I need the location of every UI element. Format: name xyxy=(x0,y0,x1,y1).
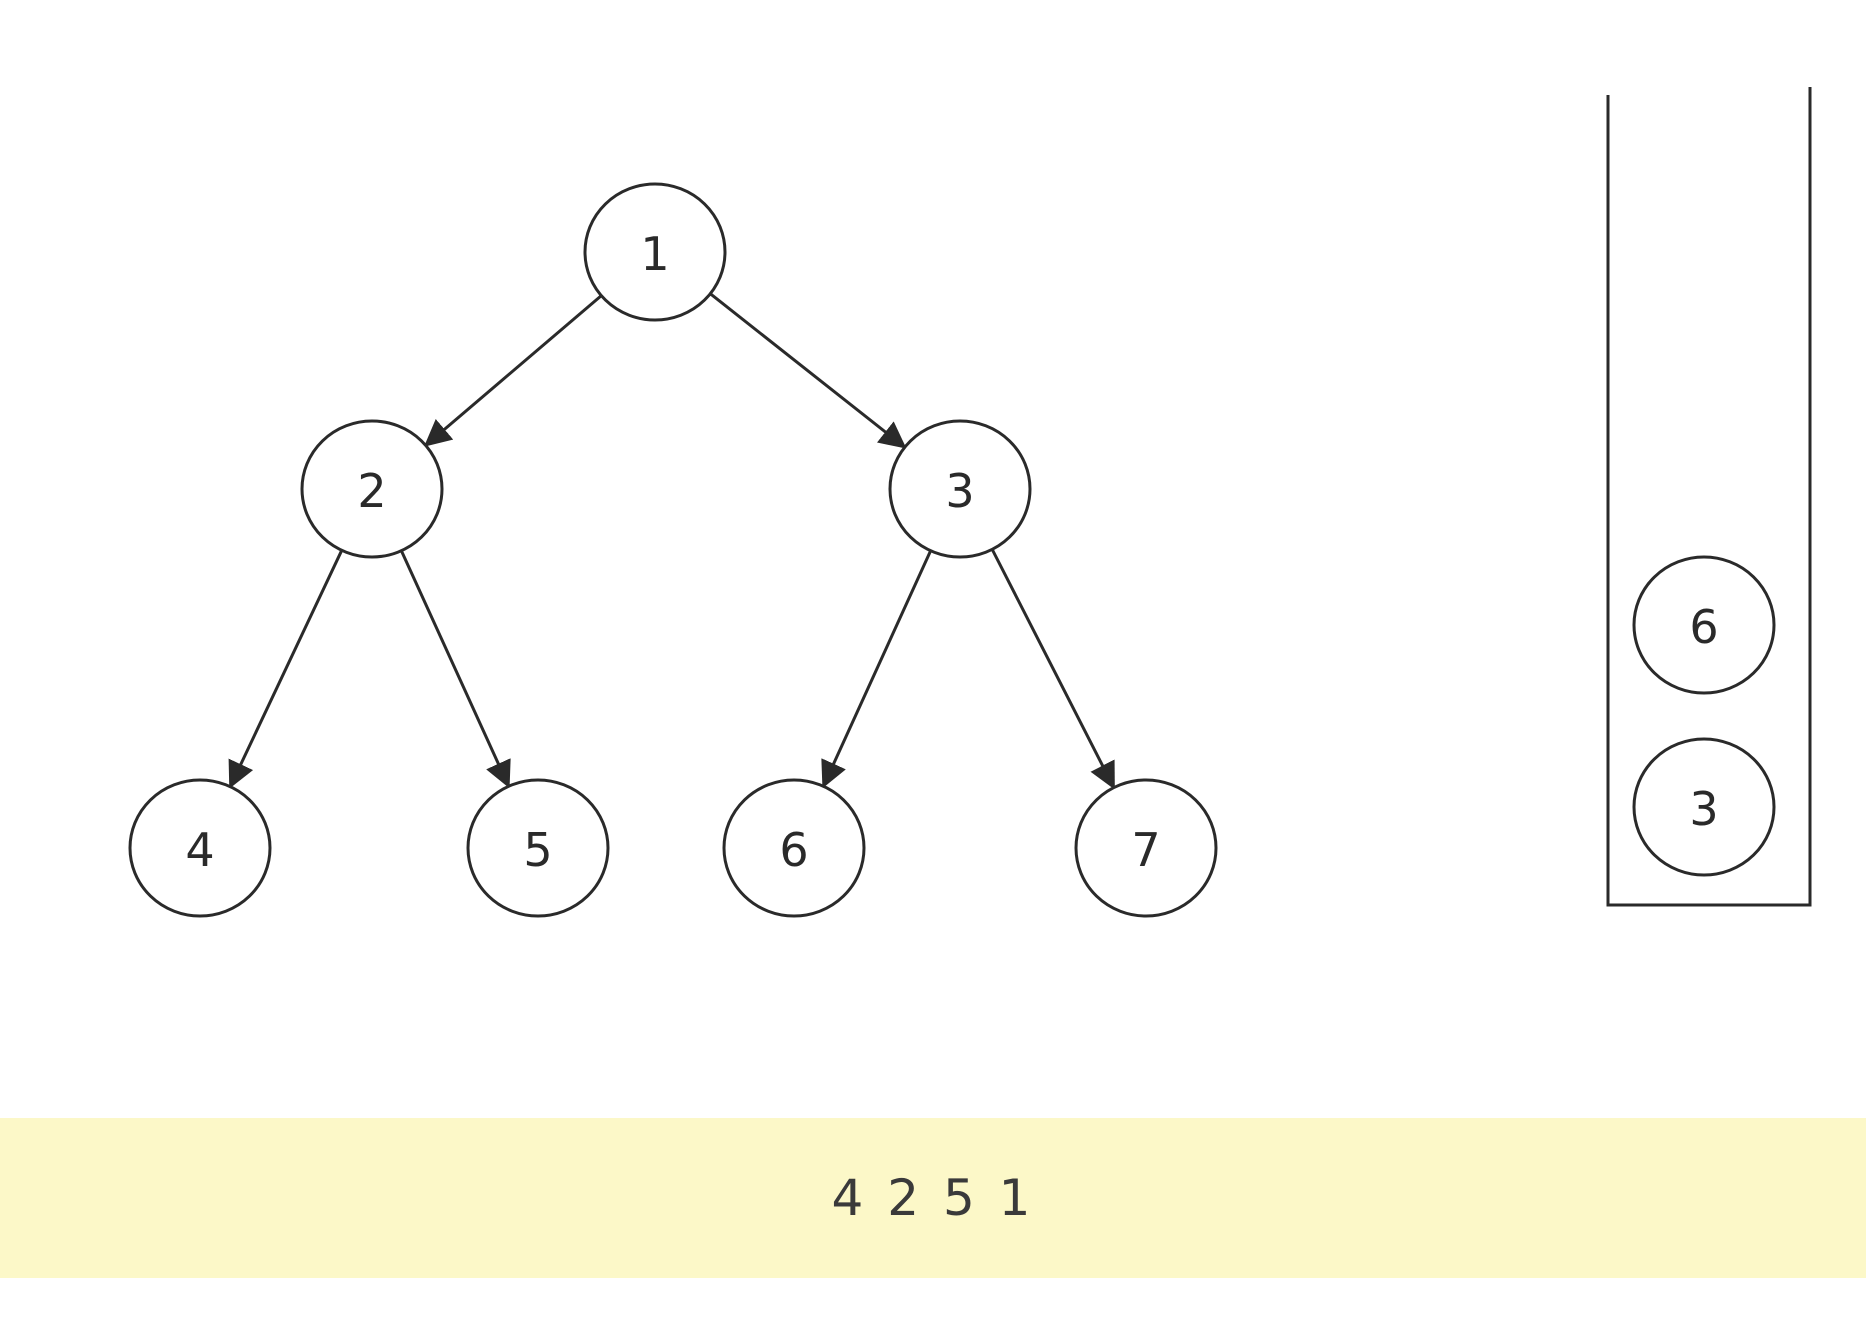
output-sequence-band: 4 2 5 1 xyxy=(0,1118,1866,1278)
tree-nodes: 1 2 3 4 5 6 7 xyxy=(128,182,1218,918)
output-sequence: 4 2 5 1 xyxy=(831,1169,1035,1227)
stack-item-3: 3 xyxy=(1632,737,1776,877)
edge-n2-n4 xyxy=(228,549,344,789)
node-label: 2 xyxy=(357,464,386,518)
edge-n2-n5 xyxy=(400,550,511,789)
edge-n1-n2 xyxy=(423,294,603,447)
node-label: 6 xyxy=(779,823,808,877)
tree-node-5: 5 xyxy=(466,778,610,918)
tree-node-3: 3 xyxy=(888,419,1032,559)
edge-n1-n3 xyxy=(709,292,907,449)
edge-n3-n6 xyxy=(821,550,932,789)
tree-node-6: 6 xyxy=(722,778,866,918)
node-circle xyxy=(722,778,866,918)
node-circle xyxy=(128,778,272,918)
stack-item-6: 6 xyxy=(1632,555,1776,695)
stack-items: 63 xyxy=(1632,555,1776,877)
node-circle xyxy=(888,419,1032,559)
edge-n3-n7 xyxy=(990,548,1116,790)
node-label: 3 xyxy=(945,464,974,518)
tree-node-4: 4 xyxy=(128,778,272,918)
stack-item-label: 3 xyxy=(1689,782,1718,836)
node-circle xyxy=(466,778,610,918)
tree-edges xyxy=(228,292,1116,790)
stack-item-circle xyxy=(1632,737,1776,877)
stack-item-label: 6 xyxy=(1689,600,1718,654)
stack-container xyxy=(1606,87,1812,907)
node-label: 5 xyxy=(523,823,552,877)
tree-node-7: 7 xyxy=(1074,778,1218,918)
stack-item-circle xyxy=(1632,555,1776,695)
node-circle xyxy=(300,419,444,559)
node-label: 7 xyxy=(1131,823,1160,877)
node-circle xyxy=(583,182,727,322)
node-label: 4 xyxy=(185,823,214,877)
tree-node-2: 2 xyxy=(300,419,444,559)
node-label: 1 xyxy=(640,227,669,281)
node-circle xyxy=(1074,778,1218,918)
tree-node-1: 1 xyxy=(583,182,727,322)
